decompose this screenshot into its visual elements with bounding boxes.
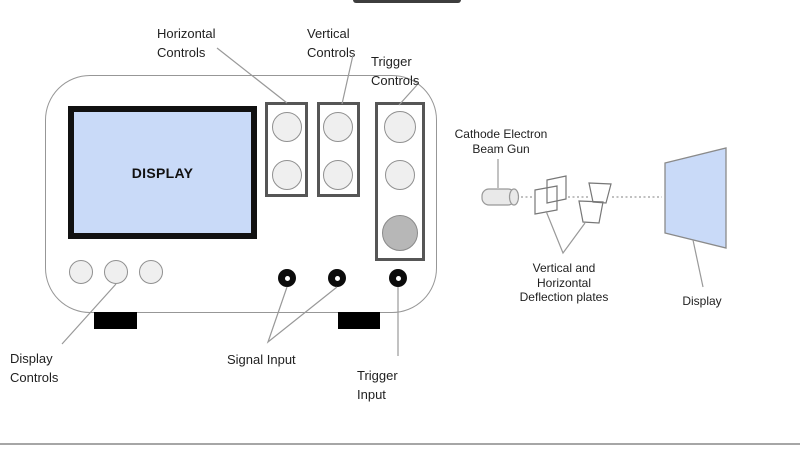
trigger-knob-large bbox=[382, 215, 418, 251]
vertical-deflection-plate-front bbox=[534, 185, 558, 215]
signal-input-label: Signal Input bbox=[227, 352, 296, 367]
scope-foot-right bbox=[338, 312, 380, 329]
horizontal-knob-1 bbox=[272, 112, 302, 142]
top-bar-fragment bbox=[353, 0, 461, 3]
horizontal-deflection-plate-top bbox=[588, 182, 612, 204]
horizontal-knob-2 bbox=[272, 160, 302, 190]
trigger-controls-label: Trigger Controls bbox=[371, 54, 420, 88]
scope-foot-left bbox=[94, 312, 137, 329]
bottom-divider bbox=[0, 443, 800, 445]
display-knob-3 bbox=[139, 260, 163, 284]
horizontal-deflection-plate-bottom bbox=[578, 200, 604, 224]
vertical-deflection-plate-back bbox=[546, 175, 567, 204]
connector-center-dot bbox=[395, 275, 401, 281]
crt-display-label: Display bbox=[682, 294, 722, 308]
trigger-input-label: Trigger Input bbox=[357, 368, 398, 402]
trigger-knob-1 bbox=[384, 111, 416, 143]
connector-center-dot bbox=[334, 275, 340, 281]
deflection-plates-label: Vertical and Horizontal Deflection plate… bbox=[519, 261, 609, 304]
signal-input-connector-2 bbox=[328, 269, 346, 287]
vertical-controls-label: Vertical Controls bbox=[307, 26, 356, 60]
display-controls-label: Display Controls bbox=[10, 351, 59, 385]
crt-display-shape bbox=[664, 147, 727, 249]
vertical-knob-2 bbox=[323, 160, 353, 190]
connector-center-dot bbox=[284, 275, 290, 281]
vertical-knob-1 bbox=[323, 112, 353, 142]
display-knob-2 bbox=[104, 260, 128, 284]
trigger-input-connector bbox=[389, 269, 407, 287]
oscilloscope-screen: DISPLAY bbox=[68, 106, 257, 239]
display-knob-1 bbox=[69, 260, 93, 284]
horizontal-controls-label: Horizontal Controls bbox=[157, 26, 216, 60]
leader-crt-display bbox=[692, 239, 704, 288]
electron-gun-body bbox=[481, 188, 516, 206]
leader-deflection-plates bbox=[545, 210, 586, 255]
trigger-knob-2 bbox=[385, 160, 415, 190]
signal-input-connector-1 bbox=[278, 269, 296, 287]
cathode-gun-label: Cathode Electron Beam Gun bbox=[454, 127, 548, 156]
electron-gun-end bbox=[508, 188, 520, 206]
screen-label: DISPLAY bbox=[131, 164, 194, 181]
